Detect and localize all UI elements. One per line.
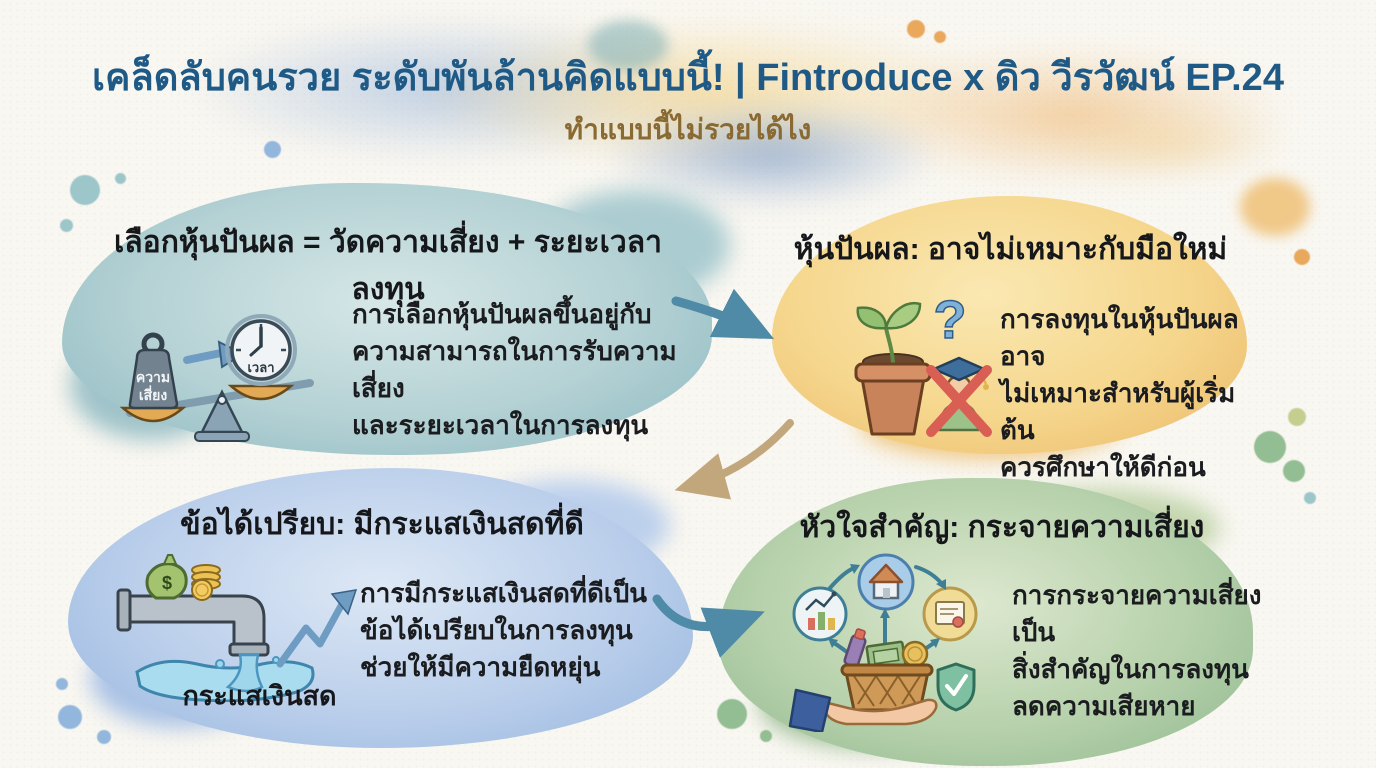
body-line: การกระจายความเสี่ยงเป็น [1012, 580, 1262, 647]
chart-circle-icon [792, 586, 848, 642]
body-line: ไม่เหมาะสำหรับผู้เริ่มต้น [1000, 378, 1236, 445]
hand-icon [788, 688, 938, 732]
body-line: และระยะเวลาในการลงทุน [352, 410, 649, 440]
watercolor-dot [56, 678, 68, 690]
weight-label-line1: ความ [136, 369, 170, 385]
cash-flow-caption: กระแสเงินสด [182, 681, 337, 711]
watercolor-dot [115, 173, 126, 184]
body-line: ควรศึกษาให้ดีก่อน [1000, 452, 1206, 482]
water-stream-icon [215, 653, 280, 693]
body-line: ข้อได้เปรียบในการลงทุน [360, 615, 633, 645]
weight-label-line2: เสี่ยง [139, 385, 168, 403]
title-wash-tan-right [1050, 110, 1290, 180]
question-mark-icon: ? [934, 290, 967, 350]
title-wash-teal-edge [588, 20, 668, 70]
card-not-for-beginners-title: หุ้นปันผล: อาจไม่เหมาะกับมือใหม่ [793, 233, 1228, 266]
money-bag-icon: $ [145, 554, 188, 600]
watercolor-dot [97, 730, 111, 744]
cash-flow-faucet-icon: $ [116, 554, 358, 702]
body-line: การเลือกหุ้นปันผลขึ้นอยู่กับ [352, 299, 652, 329]
card-cash-flow-body: การมีกระแสเงินสดที่ดีเป็น ข้อได้เปรียบใน… [360, 575, 685, 686]
water-pool-icon [135, 659, 315, 702]
body-line: ช่วยให้มีความยืดหยุ่น [360, 652, 601, 682]
red-cross-icon [926, 365, 992, 437]
coin-stack-icon [191, 564, 221, 601]
time-clock-icon: เวลา [225, 314, 297, 386]
watercolor-dot [760, 730, 772, 742]
risk-time-balance-icon: ความ เสี่ยง เวลา [119, 314, 314, 442]
card-not-for-beginners-blob [772, 196, 1247, 454]
card-select-dividend-title: เลือกหุ้นปันผล = วัดความเสี่ยง + ระยะเวล… [114, 226, 662, 306]
house-circle-icon [857, 553, 915, 611]
basket-contents-icon [843, 628, 929, 672]
page-subtitle: ทำแบบนี้ไม่รวยได้ไง [564, 114, 812, 145]
diversification-basket-icon [788, 553, 978, 732]
faucet-pipe-icon [116, 588, 270, 657]
watercolor-dot [1288, 408, 1306, 426]
arrow-right-to-bottom-left [674, 419, 794, 500]
sprout-pot-beginner-icon: ? [854, 289, 992, 437]
body-line: การมีกระแสเงินสดที่ดีเป็น [360, 578, 648, 608]
card-select-dividend-body: การเลือกหุ้นปันผลขึ้นอยู่กับ ความสามารถใ… [352, 296, 702, 444]
watercolor-dot [1304, 492, 1316, 504]
card-cash-flow-title: ข้อได้เปรียบ: มีกระแสเงินสดที่ดี [180, 508, 584, 541]
clock-label: เวลา [247, 360, 274, 375]
watercolor-dot [907, 20, 925, 38]
dollar-sign: $ [162, 573, 172, 593]
watercolor-dot [1283, 460, 1305, 482]
risk-weight-icon: ความ เสี่ยง [128, 332, 179, 410]
basket-icon [840, 663, 934, 712]
watercolor-dot [934, 31, 946, 43]
watercolor-dot [70, 175, 100, 205]
body-line: การลงทุนในหุ้นปันผลอาจ [1000, 304, 1239, 371]
blob-lobe [1240, 178, 1310, 236]
watercolor-dot [717, 699, 747, 729]
card-diversification-body: การกระจายความเสี่ยงเป็น สิ่งสำคัญในการลง… [1012, 577, 1287, 725]
card-diversification-title: หัวใจสำคัญ: กระจายความเสี่ยง [799, 511, 1205, 544]
body-line: ลดความเสียหาย [1012, 691, 1196, 721]
body-line: ความสามารถในการรับความเสี่ยง [352, 336, 677, 403]
watercolor-dot [60, 219, 73, 232]
card-not-for-beginners-body: การลงทุนในหุ้นปันผลอาจ ไม่เหมาะสำหรับผู้… [1000, 301, 1265, 486]
page-title: เคล็ดลับคนรวย ระดับพันล้านคิดแบบนี้! | F… [92, 57, 1284, 99]
watercolor-dot [1254, 431, 1286, 463]
shield-check-icon [936, 662, 976, 712]
watercolor-dot [264, 141, 281, 158]
watercolor-dot [58, 705, 82, 729]
watercolor-dot [1294, 249, 1310, 265]
body-line: สิ่งสำคัญในการลงทุน [1012, 654, 1249, 684]
certificate-circle-icon [922, 586, 978, 642]
potted-plant-icon [854, 301, 932, 436]
rising-arrow-icon [276, 589, 358, 668]
